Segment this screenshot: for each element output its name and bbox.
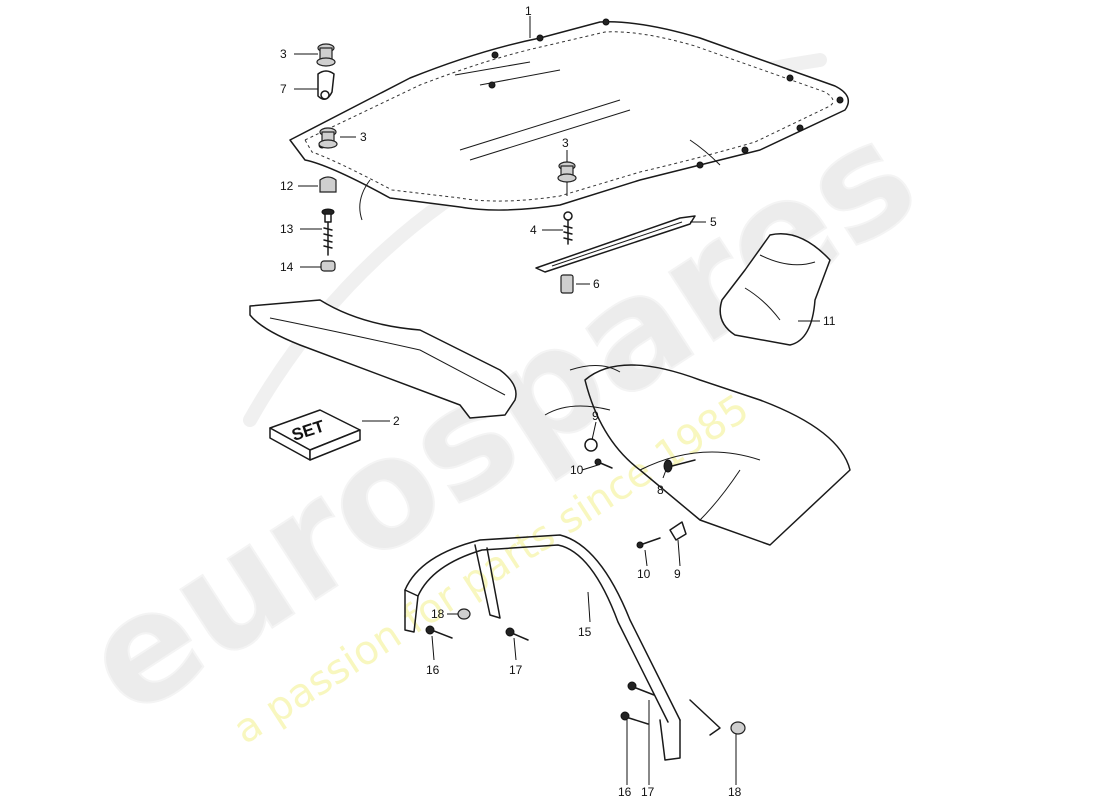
car-body-outline (544, 364, 851, 546)
grommet-9-bottom (669, 521, 687, 541)
callout-17: 17 (509, 663, 523, 677)
callout-11: 11 (823, 314, 836, 328)
callout-6: 6 (593, 277, 600, 291)
callout-15: 15 (578, 625, 592, 639)
stud-washer (317, 70, 335, 100)
callout-3: 3 (280, 47, 287, 61)
clip-6 (560, 274, 574, 294)
set-box: SET (269, 409, 361, 461)
cap-12 (319, 176, 337, 193)
callout-2: 2 (393, 414, 400, 428)
callout-10: 10 (637, 567, 651, 581)
callout-13: 13 (280, 222, 294, 236)
screw-10-top (594, 458, 613, 469)
callout-18: 18 (431, 607, 445, 621)
roll-bar-15 (404, 534, 721, 761)
tension-strip-5 (535, 215, 696, 273)
leader-lines (294, 16, 820, 785)
bolt-16-left (425, 625, 453, 639)
callout-16: 16 (426, 663, 440, 677)
press-stud-top (316, 43, 336, 67)
nut-18-left (457, 608, 471, 620)
fastener-9-top (584, 438, 598, 452)
bolt-8 (663, 459, 696, 473)
callout-1: 1 (525, 4, 532, 18)
tonneau-cover-panel (289, 18, 850, 221)
callout-4: 4 (530, 223, 537, 237)
callout-9: 9 (674, 567, 681, 581)
callout-7: 7 (280, 82, 287, 96)
screw-10-bottom (636, 537, 661, 549)
callout-10: 10 (570, 463, 584, 477)
cover-shell (249, 299, 517, 419)
callout-8: 8 (657, 483, 664, 497)
clip-14 (320, 260, 336, 272)
callout-labels: 1 2 3 3 3 4 5 6 7 8 9 9 10 10 11 12 13 1… (280, 4, 836, 799)
callout-9: 9 (592, 409, 599, 423)
storage-bag-11 (719, 233, 831, 346)
callout-14: 14 (280, 260, 294, 274)
callout-17: 17 (641, 785, 655, 799)
callout-5: 5 (710, 215, 717, 229)
bolt-17-right (627, 681, 655, 696)
press-stud-left (318, 127, 338, 149)
bolt-16-right (620, 711, 649, 725)
screw-4 (563, 211, 573, 245)
callout-3: 3 (360, 130, 367, 144)
bolt-17-left (505, 627, 529, 641)
callout-3: 3 (562, 136, 569, 150)
nut-18-right (730, 721, 746, 735)
callout-16: 16 (618, 785, 632, 799)
screw-13 (321, 208, 335, 256)
callout-12: 12 (280, 179, 294, 193)
callout-18: 18 (728, 785, 742, 799)
